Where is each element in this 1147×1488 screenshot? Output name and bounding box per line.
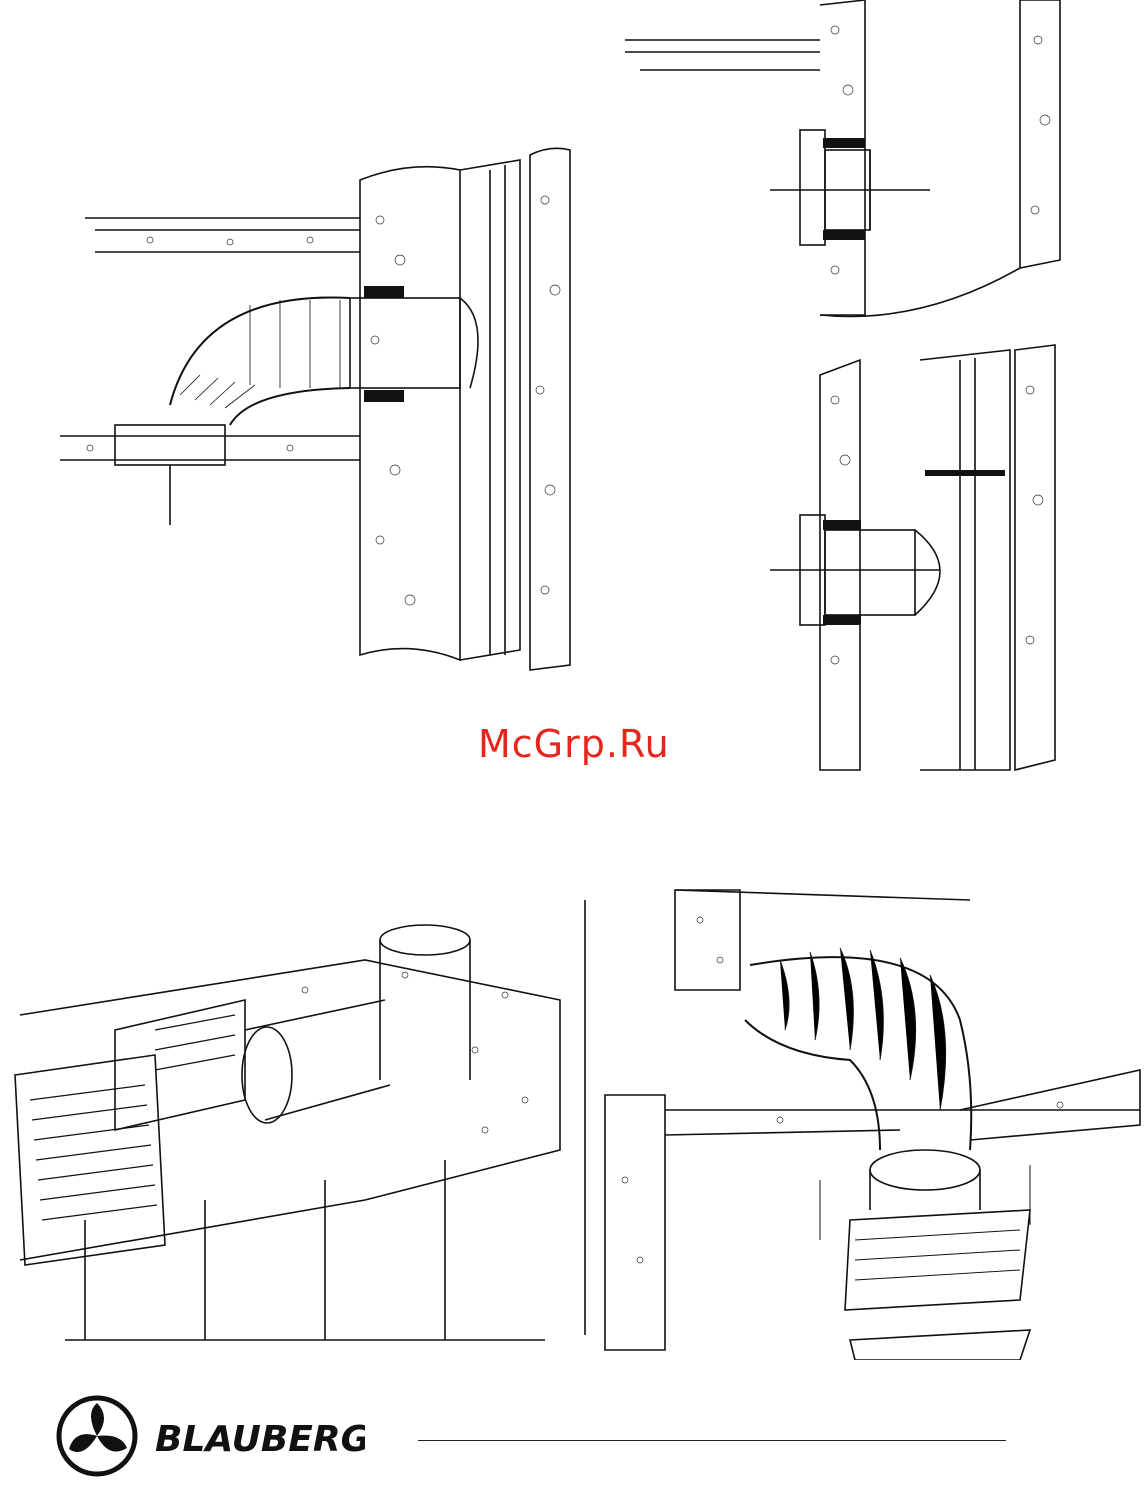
brand-name: BLAUBERG [155,1419,365,1460]
figure-wall-straight-short [620,0,1090,330]
brand-logo: BLAUBERG [55,1393,365,1483]
straight-duct-shaft-icon [760,340,1070,780]
straight-duct-wall-icon [620,0,1090,330]
figure-exploded-wall-fan [5,900,565,1350]
fan-exploded-assembly-icon [5,900,565,1350]
figure-ceiling-fan-flex-duct [580,880,1145,1360]
blauberg-fan-logo-icon: BLAUBERG [55,1393,365,1483]
footer-rule [418,1440,1006,1441]
watermark-text: McGrp.Ru [478,722,670,766]
figure-wall-bend-duct [50,140,590,680]
duct-bend-through-wall-icon [50,140,590,680]
figure-wall-straight-long [760,340,1070,780]
ceiling-fan-flex-duct-icon [580,880,1145,1360]
